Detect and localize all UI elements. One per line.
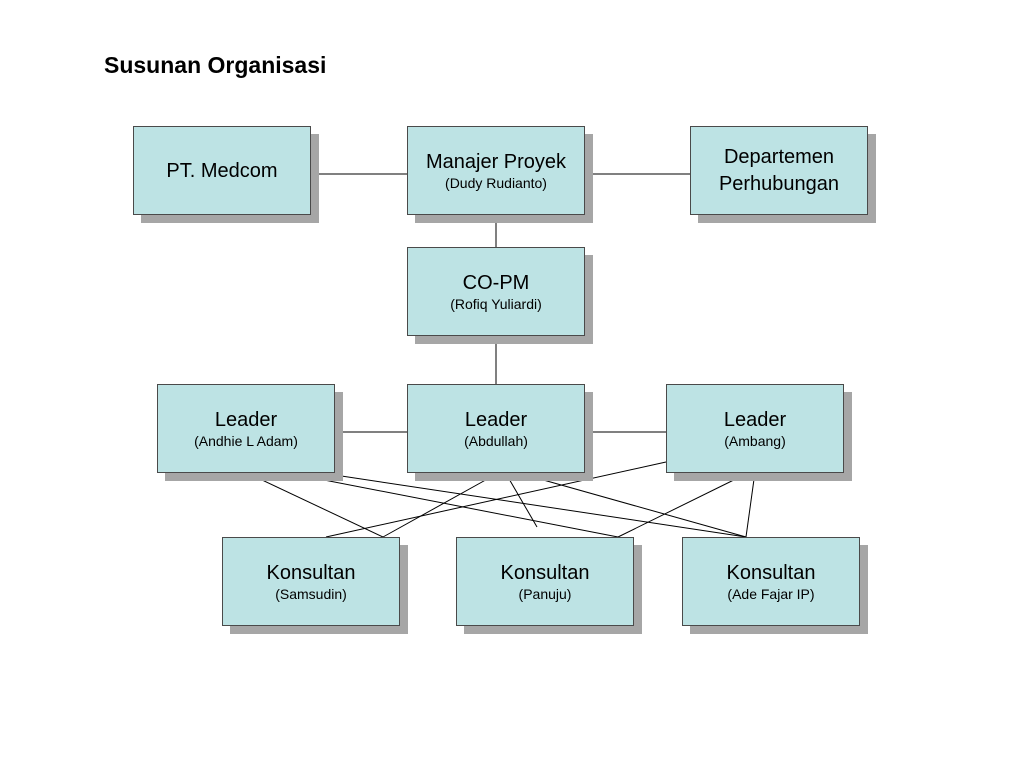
node-departemen-perhubungan: Departemen Perhubungan xyxy=(690,126,868,215)
node-title: PT. Medcom xyxy=(166,159,278,182)
connector-ambang-samsudin xyxy=(325,461,667,538)
connector-abdullah-panuju xyxy=(504,471,538,528)
node-title: Leader xyxy=(214,408,278,431)
node-leader-andhie: Leader (Andhie L Adam) xyxy=(157,384,335,473)
connector-andhie-samsudin xyxy=(244,471,384,538)
node-leader-ambang: Leader (Ambang) xyxy=(666,384,844,473)
node-konsultan-samsudin: Konsultan (Samsudin) xyxy=(222,537,400,626)
node-title: Manajer Proyek xyxy=(425,150,567,173)
node-subtitle: (Panuju) xyxy=(518,585,572,602)
connector-ambang-panuju xyxy=(617,471,751,538)
connector-ambang-ade xyxy=(745,471,756,538)
node-leader-abdullah: Leader (Abdullah) xyxy=(407,384,585,473)
connector-andhie-panuju xyxy=(282,471,619,538)
slide-title: Susunan Organisasi xyxy=(104,52,327,78)
node-konsultan-ade: Konsultan (Ade Fajar IP) xyxy=(682,537,860,626)
node-title: Leader xyxy=(464,408,528,431)
node-subtitle: (Ade Fajar IP) xyxy=(727,585,815,602)
node-title: Leader xyxy=(723,408,787,431)
node-subtitle: (Rofiq Yuliardi) xyxy=(450,295,542,312)
node-title: Konsultan xyxy=(500,561,590,584)
node-subtitle: (Dudy Rudianto) xyxy=(445,174,547,191)
node-subtitle: (Samsudin) xyxy=(275,585,347,602)
node-title: Konsultan xyxy=(726,561,816,584)
node-title: CO-PM xyxy=(462,271,530,294)
node-pt-medcom: PT. Medcom xyxy=(133,126,311,215)
node-title: Konsultan xyxy=(266,561,356,584)
node-co-pm: CO-PM (Rofiq Yuliardi) xyxy=(407,247,585,336)
node-manajer-proyek: Manajer Proyek (Dudy Rudianto) xyxy=(407,126,585,215)
connector-andhie-ade xyxy=(314,471,747,538)
node-konsultan-panuju: Konsultan (Panuju) xyxy=(456,537,634,626)
node-title-line-1: Departemen xyxy=(723,145,835,168)
node-subtitle: (Andhie L Adam) xyxy=(194,432,298,449)
node-subtitle: (Abdullah) xyxy=(464,432,528,449)
node-title-line-2: Perhubungan xyxy=(718,172,840,195)
connector-abdullah-samsudin xyxy=(382,471,501,538)
connector-abdullah-ade xyxy=(514,471,747,538)
node-subtitle: (Ambang) xyxy=(724,432,786,449)
